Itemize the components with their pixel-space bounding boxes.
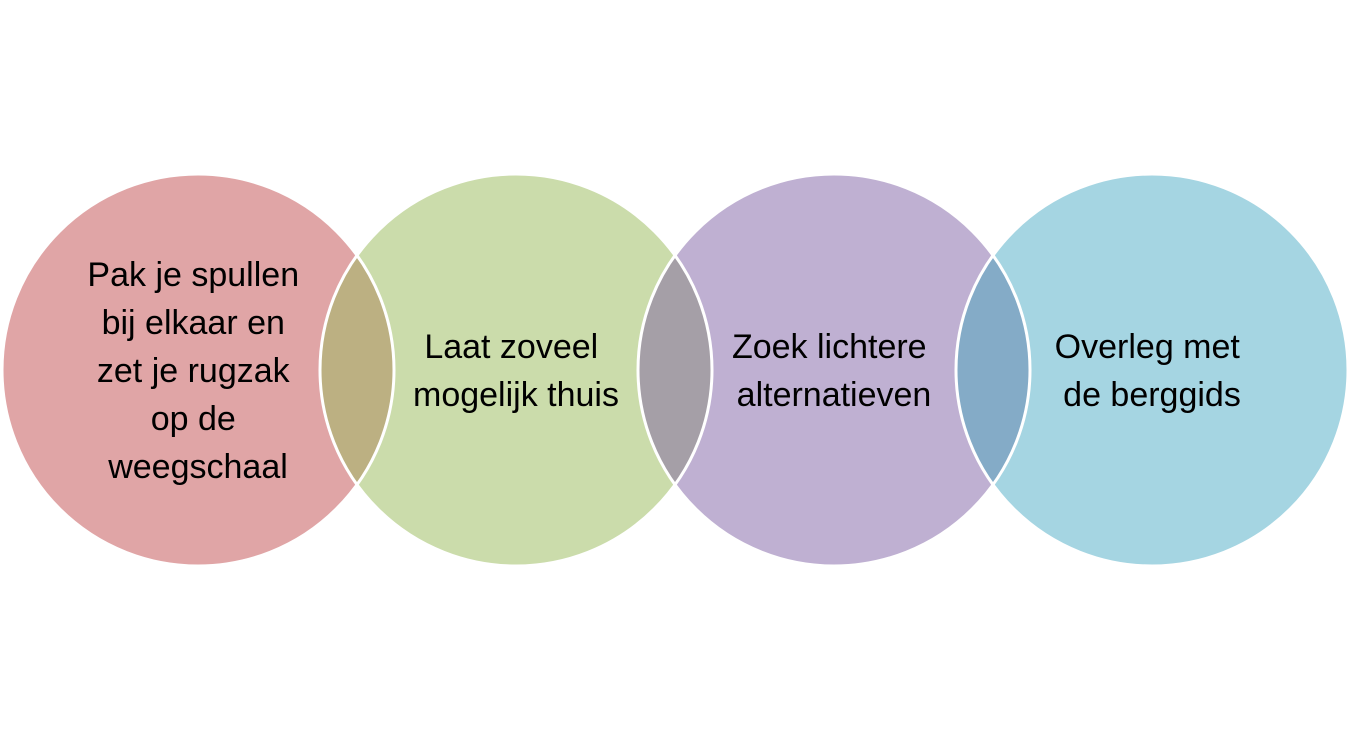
circle-3-label: Zoek lichtere alternatieven	[732, 328, 936, 414]
circle-4-line-1: Overleg met	[1055, 328, 1241, 366]
circle-1	[2, 174, 394, 566]
circle-1-line-4: op de	[151, 400, 236, 438]
circle-2-label: Laat zoveel mogelijk thuis	[413, 328, 619, 414]
circle-2-line-2: mogelijk thuis	[413, 376, 619, 414]
circle-3-line-1: Zoek lichtere	[732, 328, 927, 366]
circle-2-outline	[318, 172, 714, 568]
circle-1-outline	[0, 172, 396, 568]
circle-2	[320, 174, 712, 566]
circle-4	[956, 174, 1348, 566]
circle-1-line-2: bij elkaar en	[102, 304, 285, 342]
circle-3-outline	[636, 172, 1032, 568]
circle-3-line-2: alternatieven	[737, 376, 932, 414]
circle-2-line-1: Laat zoveel	[424, 328, 598, 366]
circle-1-line-5: weegschaal	[107, 448, 288, 486]
circle-4-label: Overleg met de berggids	[1055, 328, 1250, 414]
circle-4-line-2: de berggids	[1063, 376, 1241, 414]
circle-3	[638, 174, 1030, 566]
circle-1-line-1: Pak je spullen	[87, 256, 299, 294]
circle-4-outline	[954, 172, 1350, 568]
circle-1-line-3: zet je rugzak	[97, 352, 291, 390]
circle-1-label: Pak je spullen bij elkaar en zet je rugz…	[87, 256, 308, 486]
